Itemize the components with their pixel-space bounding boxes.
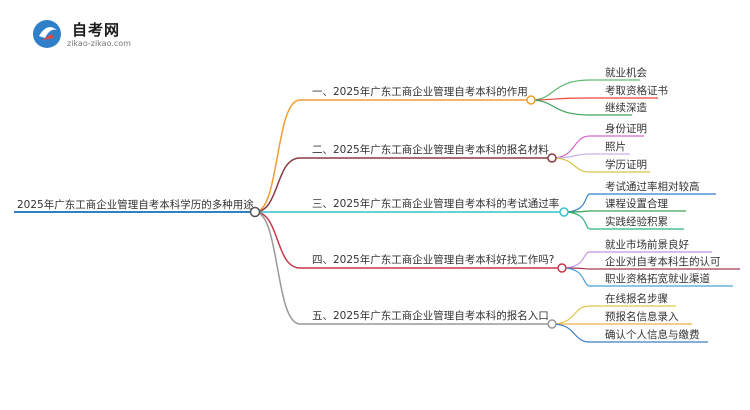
leaf-label: 继续深造 [605,101,647,114]
brand-url: zikao-zikao.com [67,39,131,48]
leaf-label: 职业资格拓宽就业渠道 [605,272,710,285]
branch-label: 五、2025年广东工商企业管理自考本科的报名入口 [312,309,549,322]
branch-connector [254,157,301,213]
leaf-connector [563,211,591,230]
leaf-label: 确认个人信息与缴费 [605,328,700,341]
site-logo-icon [33,20,61,48]
branch-label: 三、2025年广东工商企业管理自考本科的考试通过率 [312,197,559,210]
leaf-connector [551,323,591,343]
leaf-label: 实践经验积累 [605,215,668,228]
logo-pen-icon [42,34,54,40]
root-label: 2025年广东工商企业管理自考本科学历的多种用途 [17,198,254,211]
branch-node [526,95,536,105]
branch-label: 一、2025年广东工商企业管理自考本科的作用 [312,85,528,98]
branch-node [547,319,557,329]
leaf-connector [561,251,591,269]
leaf-connector [551,153,591,159]
leaf-connector [530,79,591,101]
leaf-connector [530,99,591,116]
leaf-label: 考取资格证书 [605,84,668,97]
brand-name: 自考网 [72,21,121,39]
branch-connector [254,211,301,269]
leaf-label: 学历证明 [605,158,647,171]
leaf-label: 考试通过率相对较高 [605,180,700,193]
root-node [249,206,261,218]
leaf-label: 照片 [605,140,626,153]
leaf-connector [551,305,591,325]
leaf-label: 课程设置合理 [605,197,668,210]
leaf-label: 身份证明 [605,122,647,135]
logo-swoosh-icon [39,27,57,38]
branch-node [557,263,567,273]
branch-label: 二、2025年广东工商企业管理自考本科的报名材料 [312,143,549,156]
branch-connector [254,211,301,325]
leaf-label: 预报名信息录入 [605,310,679,323]
branch-node [547,153,557,163]
branch-label: 四、2025年广东工商企业管理自考本科好找工作吗? [312,253,554,266]
leaf-label: 就业机会 [605,66,647,79]
branch-connector [254,99,301,213]
leaf-label: 在线报名步骤 [605,292,668,305]
leaf-connector [551,157,591,173]
branch-node [559,207,569,217]
leaf-label: 就业市场前景良好 [605,238,689,251]
leaf-label: 企业对自考本科生的认可 [605,255,721,268]
leaf-connector [561,267,591,287]
